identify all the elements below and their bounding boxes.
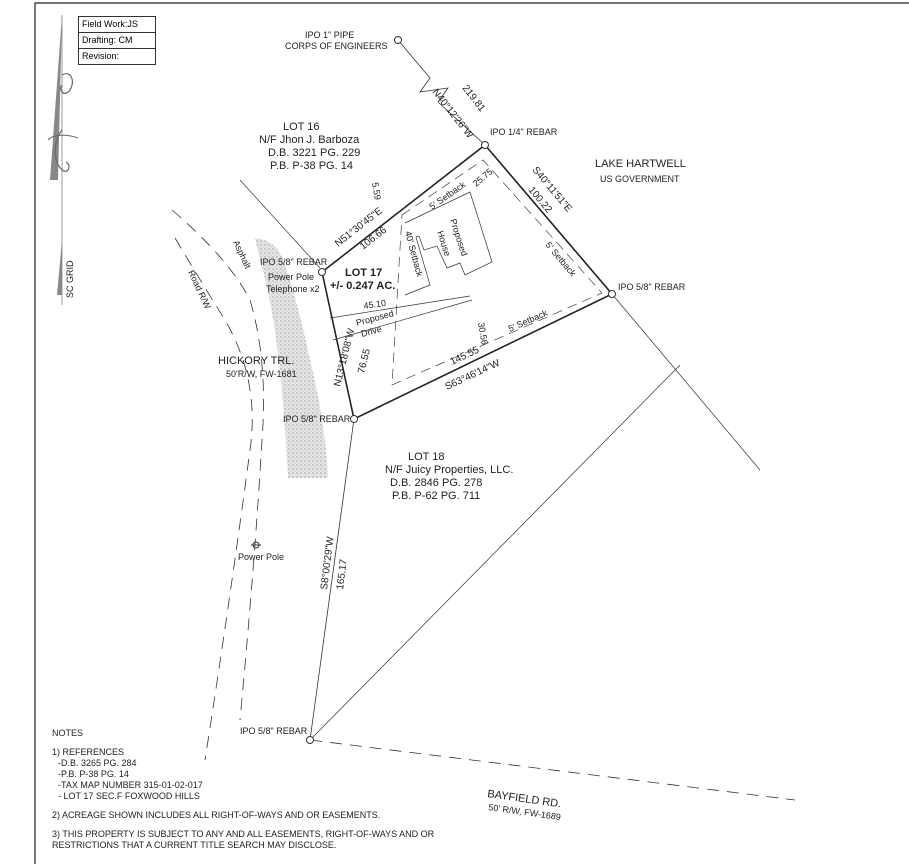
lot18-db: D.B. 2846 PG. 278 (390, 477, 482, 489)
asphalt-area (255, 238, 328, 478)
sheet-border (34, 2, 909, 864)
north-arrow-icon (47, 15, 79, 305)
setback-line (391, 159, 603, 386)
asphalt-label: Asphalt (231, 239, 253, 271)
road-rw-line (171, 209, 264, 721)
power-pole-label: Power Pole (238, 552, 284, 562)
proposed-drive-line (329, 295, 471, 319)
power-pole-icon (251, 541, 261, 549)
drafting: Drafting: CM (79, 33, 155, 49)
lot18-west-line (309, 418, 355, 741)
note-ref: -TAX MAP NUMBER 315-01-02-017 (58, 780, 203, 790)
road-rw-label: Road R/W (186, 269, 213, 311)
lot16-pb: P.B. P-38 PG. 14 (270, 160, 353, 172)
call-distance: 145.55 (449, 345, 482, 368)
road-name: HICKORY TRL. (218, 355, 294, 367)
setback-label: 5' Setback (543, 240, 578, 279)
bayfield-rw-line (309, 739, 796, 801)
lake-line (611, 293, 761, 471)
field-work: Field Work:JS (79, 17, 155, 33)
monument-label: IPO 1" PIPE (305, 30, 354, 40)
monument-label: IPO 1/4" REBAR (490, 127, 558, 137)
monument-icon (306, 36, 616, 744)
lot16-line (239, 179, 321, 269)
telephone-label: Telephone x2 (266, 284, 320, 294)
lot17-name: LOT 17 (345, 267, 382, 279)
lot16-owner: N/F Jhon J. Barboza (259, 134, 360, 146)
lake-name: LAKE HARTWELL (595, 158, 686, 170)
note-3: 3) THIS PROPERTY IS SUBJECT TO ANY AND A… (52, 829, 435, 839)
setback-label: 40' Setback (403, 230, 425, 278)
lot18-east-line (309, 364, 681, 741)
lake-owner: US GOVERNMENT (600, 174, 680, 184)
lot18-pb: P.B. P-62 PG. 711 (392, 490, 480, 502)
monument-label: IPO 5/8" REBAR (260, 257, 328, 267)
dimension-label: 5.59 (370, 182, 383, 201)
dimension-label: 30.56 (476, 322, 490, 346)
dimension-label: 45.10 (363, 298, 387, 311)
note-ref: - LOT 17 SEC.F FOXWOOD HILLS (58, 791, 200, 801)
house-label: House (435, 230, 453, 258)
monument-label: CORPS OF ENGINEERS (285, 41, 388, 51)
call-distance: 76.55 (356, 347, 373, 374)
road-sub: 50'R/W, FW-1681 (226, 369, 297, 379)
north-arrow-label: SC GRID (65, 260, 75, 298)
proposed-drive-line (332, 299, 473, 341)
setback-label: 5' Setback (507, 308, 550, 334)
note-ref: -D.B. 3265 PG. 284 (58, 758, 137, 768)
lot18-owner: N/F Juicy Properties, LLC. (385, 464, 513, 476)
monument-label: IPO 5/8" REBAR (618, 282, 686, 292)
lot18-name: LOT 18 (408, 451, 445, 463)
title-block: Field Work:JS Drafting: CM Revision: (78, 16, 156, 65)
lot16-db: D.B. 3221 PG. 229 (268, 147, 360, 159)
note-ref: -P.B. P-38 PG. 14 (58, 769, 129, 779)
tie-line (397, 39, 486, 146)
note-2: 2) ACREAGE SHOWN INCLUDES ALL RIGHT-OF-W… (52, 810, 381, 820)
proposed-house (404, 191, 493, 296)
revision: Revision: (82, 51, 120, 61)
road-rw-line (174, 237, 253, 761)
note-3-cont: RESTRICTIONS THAT A CURRENT TITLE SEARCH… (52, 840, 337, 850)
lot16-name: LOT 16 (283, 121, 320, 133)
notes: NOTES 1) REFERENCES -D.B. 3265 PG. 284 -… (52, 728, 434, 851)
note-1: 1) REFERENCES (52, 747, 125, 757)
monument-label: IPO 5/8" REBAR (283, 414, 351, 424)
call-distance: 219.81 (460, 83, 488, 114)
notes-heading: NOTES (52, 728, 84, 738)
dimension-label: 25.75 (471, 166, 495, 188)
call-distance: 165.17 (335, 558, 350, 590)
monument-label: IPO 5/8" REBAR (240, 726, 308, 736)
power-pole-label: Power Pole (268, 272, 314, 282)
lot17-area: +/- 0.247 AC. (330, 280, 395, 292)
